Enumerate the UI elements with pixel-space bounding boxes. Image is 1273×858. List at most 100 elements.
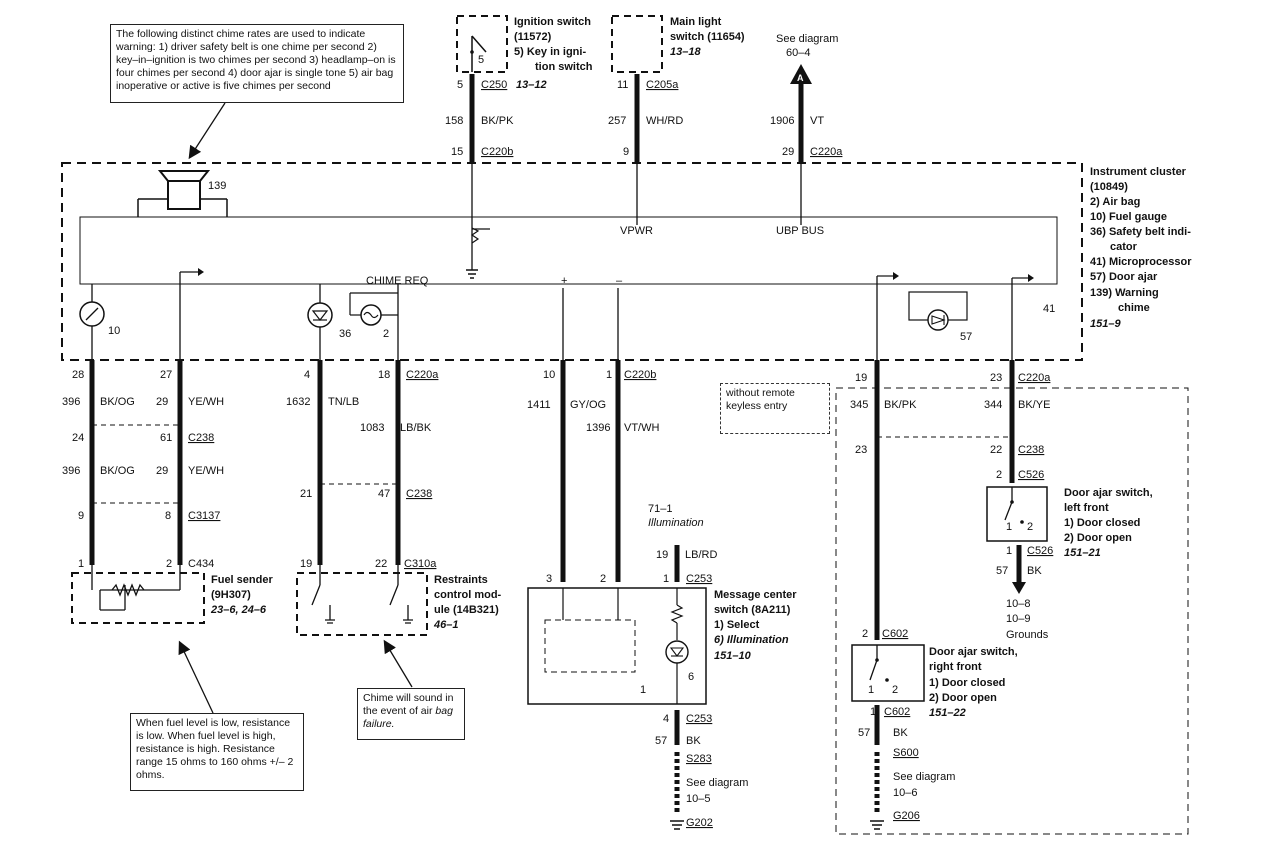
air-bag-indicator-icon: 2 — [360, 304, 389, 340]
svg-text:345: 345 — [850, 399, 868, 411]
svg-text:C602: C602 — [884, 706, 910, 718]
svg-text:Door ajar switch,: Door ajar switch, — [1064, 487, 1153, 499]
svg-text:1: 1 — [78, 558, 84, 570]
svg-text:See diagram: See diagram — [776, 33, 838, 45]
svg-text:10–8: 10–8 — [1006, 598, 1030, 610]
svg-text:36: 36 — [339, 328, 351, 340]
svg-text:C310a: C310a — [404, 558, 437, 570]
svg-text:VT/WH: VT/WH — [624, 422, 659, 434]
svg-text:41: 41 — [1043, 303, 1055, 315]
svg-text:41) Microprocessor: 41) Microprocessor — [1090, 256, 1192, 268]
svg-text:15: 15 — [451, 146, 463, 158]
svg-text:5) Key in igni-: 5) Key in igni- — [514, 46, 586, 58]
svg-text:1: 1 — [868, 684, 874, 696]
svg-text:1: 1 — [1006, 521, 1012, 533]
svg-text:Door ajar switch,: Door ajar switch, — [929, 646, 1018, 658]
warning-chime-speaker-icon: 139 — [137, 170, 228, 217]
svg-text:57: 57 — [655, 735, 667, 747]
svg-text:1396: 1396 — [586, 422, 610, 434]
svg-text:396: 396 — [62, 396, 80, 408]
svg-text:chime: chime — [1118, 302, 1150, 314]
svg-text:C220a: C220a — [1018, 372, 1051, 384]
svg-text:(11572): (11572) — [514, 31, 552, 43]
door-ajar-switch-right-front: 1 2 Door ajar switch, right front 1) Doo… — [851, 644, 1018, 719]
cluster-title: Instrument cluster — [1090, 166, 1187, 178]
svg-text:158: 158 — [445, 115, 463, 127]
svg-text:Fuel sender: Fuel sender — [211, 574, 273, 586]
svg-text:46–1: 46–1 — [433, 619, 458, 631]
message-center-switch: 1 6 Message center switch (8A211) 1) Sel… — [527, 587, 797, 705]
svg-text:GY/OG: GY/OG — [570, 399, 606, 411]
svg-text:LB/RD: LB/RD — [685, 549, 717, 561]
svg-text:control mod-: control mod- — [434, 589, 502, 601]
fuel-level-note: When fuel level is low, resistance is lo… — [130, 713, 304, 791]
svg-text:21: 21 — [300, 488, 312, 500]
svg-text:Ignition switch: Ignition switch — [514, 16, 591, 28]
svg-text:27: 27 — [160, 369, 172, 381]
svg-text:61: 61 — [160, 432, 172, 444]
svg-text:1: 1 — [606, 369, 612, 381]
svg-text:2: 2 — [996, 469, 1002, 481]
svg-text:10–5: 10–5 — [686, 793, 710, 805]
svg-text:C602: C602 — [882, 628, 908, 640]
svg-text:5: 5 — [457, 79, 463, 91]
svg-text:2) Door open: 2) Door open — [929, 692, 997, 704]
instrument-cluster: VPWR UBP BUS CHIME REQ Instrument cluste… — [61, 162, 1192, 361]
chime-req-label: CHIME REQ — [366, 275, 429, 287]
svg-text:BK/PK: BK/PK — [884, 399, 917, 411]
svg-text:Illumination: Illumination — [648, 517, 704, 529]
svg-text:22: 22 — [990, 444, 1002, 456]
svg-text:151–21: 151–21 — [1064, 547, 1101, 559]
svg-text:YE/WH: YE/WH — [188, 465, 224, 477]
svg-text:C238: C238 — [188, 432, 214, 444]
svg-text:Message center: Message center — [714, 589, 797, 601]
svg-text:1) Door closed: 1) Door closed — [1064, 517, 1140, 529]
svg-text:1: 1 — [870, 706, 876, 718]
svg-text:2: 2 — [1027, 521, 1033, 533]
svg-text:YE/WH: YE/WH — [188, 396, 224, 408]
svg-text:WH/RD: WH/RD — [646, 115, 683, 127]
svg-text:BK/OG: BK/OG — [100, 396, 135, 408]
svg-text:ule (14B321): ule (14B321) — [434, 604, 499, 616]
svg-text:57: 57 — [960, 331, 972, 343]
svg-text:18: 18 — [378, 369, 390, 381]
svg-text:3: 3 — [546, 573, 552, 585]
svg-text:TN/LB: TN/LB — [328, 396, 359, 408]
svg-text:C238: C238 — [406, 488, 432, 500]
svg-text:4: 4 — [304, 369, 310, 381]
door-ajar-indicator-icon: 57 — [908, 291, 972, 343]
svg-text:2: 2 — [862, 628, 868, 640]
svg-text:BK/OG: BK/OG — [100, 465, 135, 477]
svg-text:71–1: 71–1 — [648, 503, 672, 515]
svg-text:36) Safety belt indi-: 36) Safety belt indi- — [1090, 226, 1191, 238]
svg-text:C3137: C3137 — [188, 510, 220, 522]
svg-text:10–9: 10–9 — [1006, 613, 1030, 625]
svg-text:left front: left front — [1064, 502, 1109, 514]
svg-text:C205a: C205a — [646, 79, 679, 91]
svg-text:47: 47 — [378, 488, 390, 500]
svg-text:BK: BK — [1027, 565, 1042, 577]
svg-text:1632: 1632 — [286, 396, 310, 408]
svg-text:13–18: 13–18 — [670, 46, 701, 58]
svg-text:6) Illumination: 6) Illumination — [714, 634, 789, 646]
svg-text:4: 4 — [663, 713, 669, 725]
svg-text:2: 2 — [166, 558, 172, 570]
svg-text:2: 2 — [383, 328, 389, 340]
svg-text:C220a: C220a — [810, 146, 843, 158]
remote-keyless-note: without remote keyless entry — [720, 383, 830, 434]
svg-text:C250: C250 — [481, 79, 507, 91]
svg-text:1083: 1083 — [360, 422, 384, 434]
svg-text:LB/BK: LB/BK — [400, 422, 432, 434]
svg-text:10: 10 — [543, 369, 555, 381]
fuel-sender: Fuel sender (9H307) 23–6, 24–6 — [71, 565, 273, 624]
svg-text:A: A — [797, 73, 804, 83]
svg-text:C220b: C220b — [481, 146, 513, 158]
svg-text:BK/YE: BK/YE — [1018, 399, 1050, 411]
safety-belt-indicator-icon: 36 — [307, 302, 351, 340]
svg-text:1: 1 — [663, 573, 669, 585]
fuel-gauge-icon: 10 — [79, 301, 120, 337]
svg-text:23–6, 24–6: 23–6, 24–6 — [210, 604, 267, 616]
door-ajar-switch-left-front: 1 2 Door ajar switch, left front 1) Door… — [986, 486, 1153, 559]
svg-text:See diagram: See diagram — [893, 771, 955, 783]
